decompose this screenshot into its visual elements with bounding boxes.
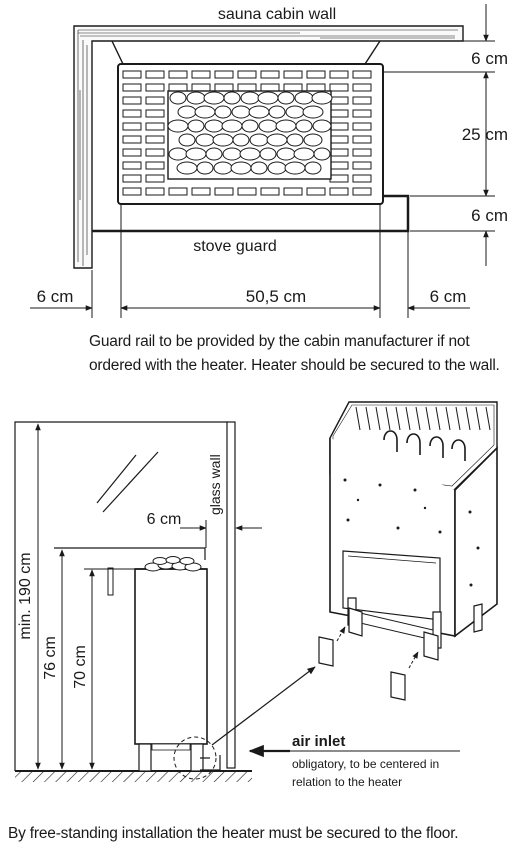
air-inlet-detail: [173, 736, 221, 780]
wall-bracket: [111, 40, 381, 65]
cabin-wall-label: sauna cabin wall: [218, 6, 336, 23]
heater-top-view: [117, 63, 384, 205]
glass-wall-label: glass wall: [207, 454, 223, 515]
glass-reflection-marks: [96, 451, 159, 513]
top-view: sauna cabin wall stove guard 6 cm 25 cm …: [30, 4, 508, 318]
heater-top-grille: [355, 406, 491, 431]
cabin-back-wall: [14, 421, 228, 771]
dim-70: 70 cm: [72, 645, 89, 689]
guard-rail-line: [54, 547, 206, 560]
floor-caption: By free-standing installation the heater…: [8, 825, 459, 842]
guard-rail-caption: Guard rail to be provided by the cabin m…: [89, 330, 509, 378]
air-inlet-title: air inlet: [292, 733, 345, 750]
vertical-dimensions: [380, 4, 495, 266]
guard-rail-caption-line-1: Guard rail to be provided by the cabin m…: [89, 333, 470, 350]
side-view: glass wall: [14, 421, 262, 782]
heating-elements: [383, 430, 466, 461]
stove-guard-label: stove guard: [193, 238, 277, 255]
dim-bottom-gap: 6 cm: [471, 206, 508, 225]
heater-stones: [167, 91, 333, 175]
detail-pointer-arrow: [211, 666, 316, 746]
heater-side-view: [134, 556, 208, 772]
dim-left-gap: 6 cm: [37, 287, 74, 306]
guard-rail-post: [107, 567, 114, 596]
heater-3d-view: [318, 401, 498, 701]
height-dimensions: [35, 423, 135, 770]
dim-min-height: min. 190 cm: [17, 552, 34, 639]
guard-rail-caption-line-2: ordered with the heater. Heater should b…: [89, 357, 500, 374]
glass-wall: [226, 421, 236, 769]
horizontal-dimensions: [30, 204, 470, 318]
dim-top-gap: 6 cm: [471, 49, 508, 68]
dim-width: 50,5 cm: [246, 287, 306, 306]
dim-76: 76 cm: [42, 636, 59, 680]
cabin-wall: [73, 25, 464, 269]
stove-guard: [92, 194, 410, 233]
air-inlet-note-1: obligatory, to be centered in: [292, 757, 439, 771]
dim-height: 25 cm: [462, 125, 508, 144]
dim-right-gap: 6 cm: [430, 287, 467, 306]
air-inlet-callout: air inlet obligatory, to be centered in …: [248, 733, 460, 789]
air-inlet-note-2: relation to the heater: [292, 775, 402, 789]
floor-hatch: [15, 772, 252, 782]
dim-glass-clearance: 6 cm: [147, 511, 182, 528]
